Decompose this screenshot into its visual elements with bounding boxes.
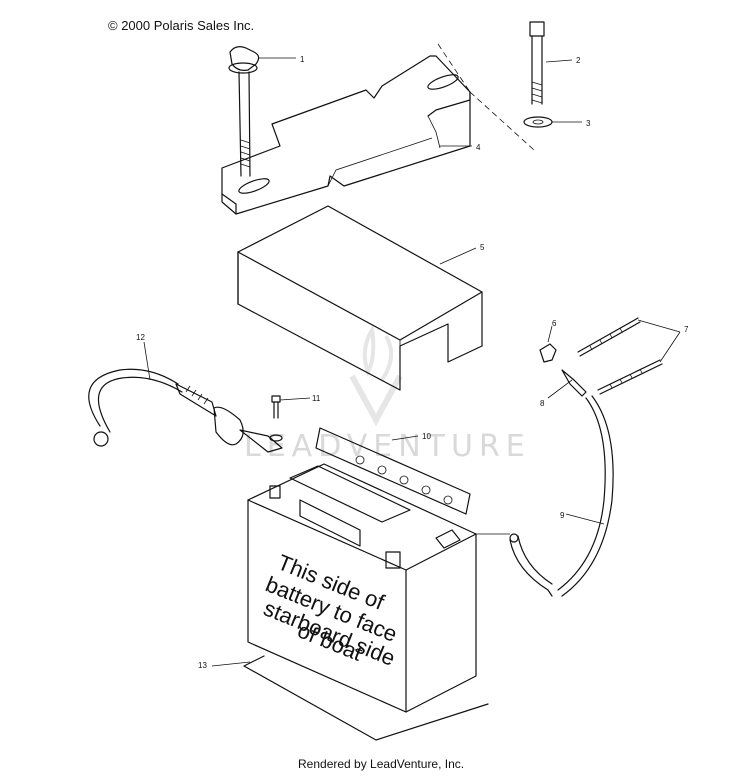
callout-10: 10 bbox=[422, 432, 431, 441]
copyright-text: © 2000 Polaris Sales Inc. bbox=[108, 18, 255, 33]
callout-5: 5 bbox=[480, 243, 485, 252]
callout-8: 8 bbox=[540, 399, 545, 408]
watermark-text: LEADVENTURE bbox=[244, 429, 531, 464]
watermark-logo bbox=[349, 324, 403, 427]
washer bbox=[523, 116, 553, 128]
negative-cable bbox=[88, 368, 283, 453]
callout-7: 7 bbox=[684, 325, 689, 334]
callout-9: 9 bbox=[560, 511, 565, 520]
callout-13: 13 bbox=[198, 661, 207, 670]
positive-cable-set bbox=[509, 317, 663, 597]
battery-tray bbox=[243, 655, 489, 741]
rendered-by-text: Rendered by LeadVenture, Inc. bbox=[298, 757, 465, 771]
callout-1: 1 bbox=[300, 55, 305, 64]
callout-numbers: 1 2 3 4 5 6 7 8 9 10 11 12 13 bbox=[136, 55, 689, 670]
battery bbox=[247, 427, 510, 713]
battery-warning-label: This side of battery to face starboard s… bbox=[260, 549, 401, 670]
callout-4: 4 bbox=[476, 143, 481, 152]
hold-down-bracket bbox=[221, 43, 535, 215]
wing-bolt bbox=[228, 46, 260, 177]
callout-3: 3 bbox=[586, 119, 591, 128]
callout-6: 6 bbox=[552, 319, 557, 328]
callout-12: 12 bbox=[136, 333, 145, 342]
callout-2: 2 bbox=[576, 56, 581, 65]
callout-11: 11 bbox=[312, 394, 321, 403]
battery-cover bbox=[237, 205, 483, 391]
long-bolt bbox=[529, 21, 545, 105]
small-bolt bbox=[269, 395, 283, 442]
leader-lines bbox=[143, 57, 681, 667]
